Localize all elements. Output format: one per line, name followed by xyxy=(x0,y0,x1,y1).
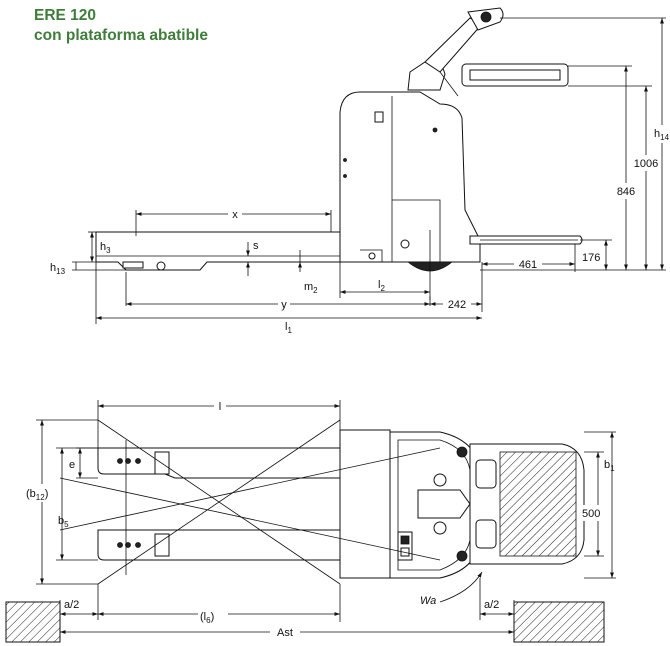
dim-label-e: e xyxy=(69,459,75,471)
dim-label-h13: h13 xyxy=(50,262,66,276)
dim-label-l2: l2 xyxy=(378,279,385,293)
dim-label-m2: m2 xyxy=(304,281,318,295)
dim-value-500: 500 xyxy=(582,508,600,520)
dim-label-h3: h3 xyxy=(100,241,111,255)
dim-value-461: 461 xyxy=(519,259,537,271)
drawing-title: ERE 120 con plataforma abatible xyxy=(34,6,208,46)
dim-label-l: l xyxy=(219,401,221,413)
dim-value-242: 242 xyxy=(448,299,466,311)
dim-value-176: 176 xyxy=(582,252,600,264)
dim-value-846: 846 xyxy=(617,186,635,198)
dim-label-a2-left: a/2 xyxy=(64,599,79,611)
dim-label-a2-right: a/2 xyxy=(484,599,499,611)
side-folding-platform xyxy=(461,63,583,245)
dim-label-l1: l1 xyxy=(285,321,292,335)
title-variant: con plataforma abatible xyxy=(34,27,208,44)
dim-label-b1: b1 xyxy=(604,459,615,473)
dim-label-y: y xyxy=(281,299,287,311)
dim-label-h14: h14 xyxy=(654,128,670,142)
aisle-block-left xyxy=(5,601,61,643)
top-forks xyxy=(97,447,341,561)
dim-value-1006: 1006 xyxy=(634,158,658,170)
dim-label-x: x xyxy=(232,209,238,221)
side-view: x h3 h13 s m2 y l2 242 xyxy=(50,7,670,335)
title-model: ERE 120 xyxy=(34,7,97,24)
dim-label-b5: b5 xyxy=(58,515,69,529)
aisle-block-right xyxy=(513,601,605,643)
top-chassis xyxy=(339,429,481,579)
dim-label-ast: Ast xyxy=(277,627,293,639)
side-tiller xyxy=(407,7,504,97)
side-chassis xyxy=(339,91,481,263)
dim-label-l6: (l6) xyxy=(200,611,214,625)
dim-label-b12: (b12) xyxy=(26,488,48,502)
dim-label-s: s xyxy=(253,240,259,252)
top-platform xyxy=(456,443,585,565)
dim-label-wa: Wa xyxy=(420,595,436,607)
side-drive-wheel xyxy=(406,230,454,300)
top-view: l e (b12) b5 b1 500 Wa xyxy=(5,398,616,643)
side-forks xyxy=(95,231,341,271)
